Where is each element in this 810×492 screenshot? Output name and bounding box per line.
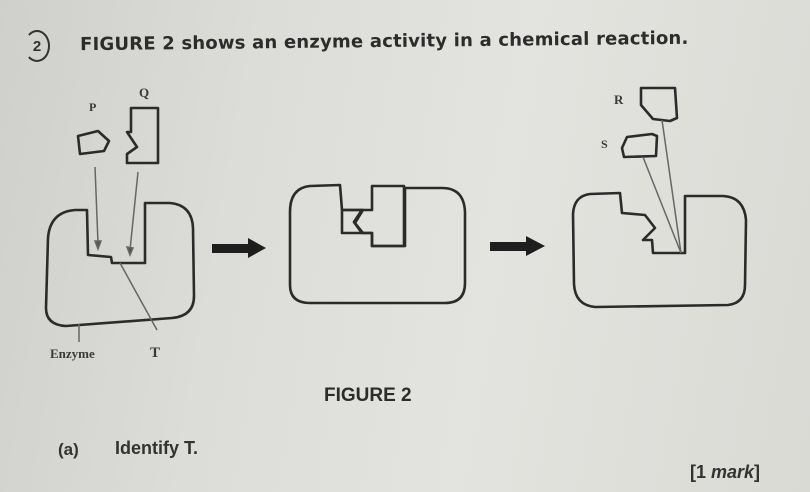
label-q: Q [139,85,149,100]
reaction-arrow-2 [490,236,545,256]
marks-word: mark [711,462,755,482]
product-r [639,86,679,123]
label-r: R [614,92,624,107]
label-enzyme: Enzyme [50,346,95,361]
figure-caption: FIGURE 2 [324,385,412,406]
complex-p [340,208,364,235]
t-pointer [119,262,158,331]
marks-allocation: [1 mark] [690,462,760,483]
label-s: S [601,137,608,151]
marks-open: [1 [690,462,712,482]
marks-close: ] [754,462,761,482]
enzyme-1 [44,201,196,328]
sub-question-label: (a) [58,440,79,459]
label-p: P [89,100,96,114]
reaction-arrow-1 [212,238,266,258]
enzyme-3 [571,191,748,309]
label-t: T [150,345,160,361]
substrate-q [125,106,160,165]
question-number: 2 [24,30,50,62]
sub-question-text: Identify T. [115,438,199,458]
substrate-p [76,129,111,156]
complex-q [352,184,406,248]
enzyme-2 [288,183,467,305]
product-s [620,132,659,159]
